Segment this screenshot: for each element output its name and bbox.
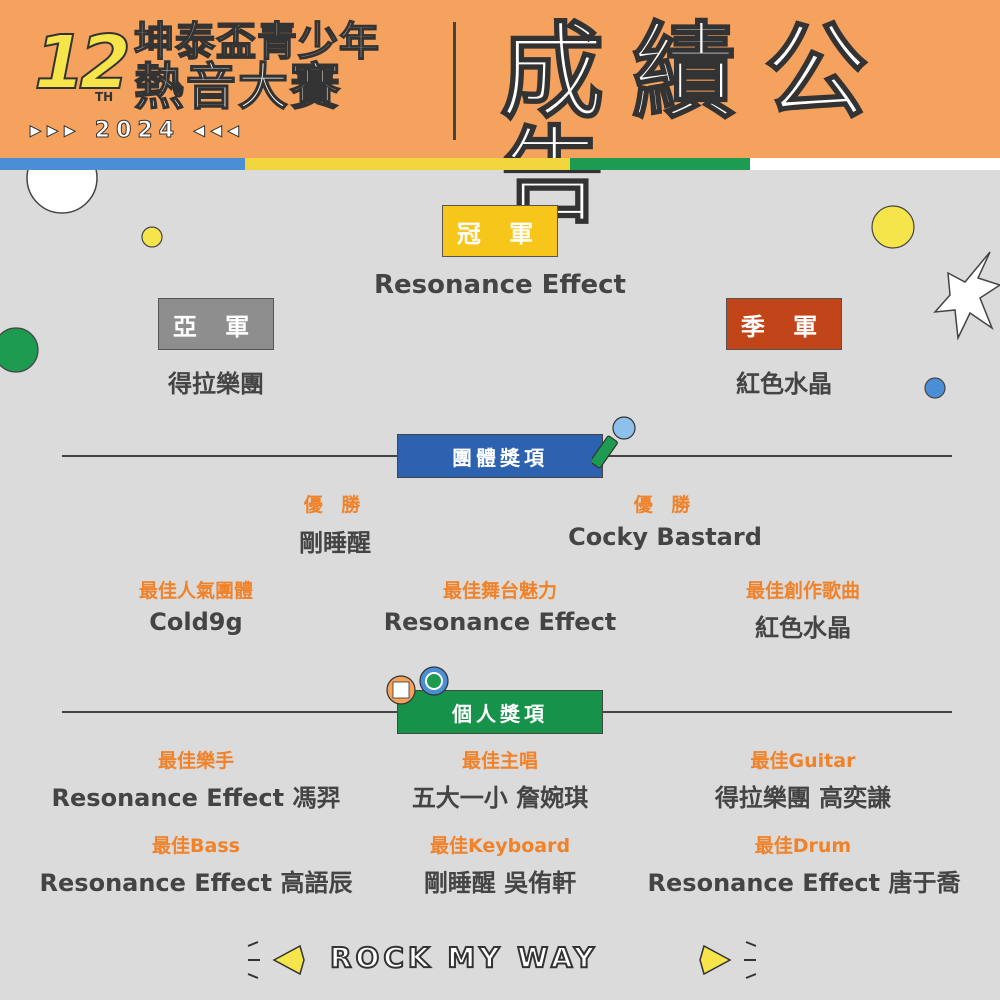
decorations <box>0 170 1000 399</box>
individual-award-name-1: Resonance Effect 馮羿 <box>51 784 341 812</box>
starburst-icon <box>933 251 1000 341</box>
footer-slogan: ROCK MY WAY <box>329 941 599 974</box>
group-award-name-3: 紅色水晶 <box>755 614 851 642</box>
logo-suffix: TH <box>95 90 114 104</box>
group-award-label-2: 最佳舞台魅力 <box>442 580 557 602</box>
champion-badge: 冠 軍 <box>442 205 558 257</box>
stripe-yellow <box>245 158 570 170</box>
individual-award-name-3: 得拉樂團 高奕謙 <box>714 784 892 812</box>
stripe-green <box>570 158 750 170</box>
left-horn-icon <box>247 941 305 979</box>
logo-year: ▸▸▸ 2024 ◂◂◂ <box>30 118 245 143</box>
logo-line1: 坤泰盃青少年 <box>133 19 380 65</box>
group-award-name-2: Resonance Effect <box>383 608 617 636</box>
individual-award-name-5: 剛睡醒 吳侑軒 <box>423 869 577 897</box>
individual-award-name-2: 五大一小 詹婉琪 <box>411 784 589 812</box>
merit-name-1: 剛睡醒 <box>299 529 371 557</box>
individual-award-label-2: 最佳主唱 <box>461 750 538 772</box>
individual-award-label-6: 最佳Drum <box>754 835 852 857</box>
individual-award-label-5: 最佳Keyboard <box>429 835 571 857</box>
white-circle-icon <box>26 170 98 214</box>
blue-dot-icon <box>924 377 946 399</box>
microphone-icon <box>592 416 636 469</box>
individual-award-label-1: 最佳樂手 <box>157 750 234 772</box>
yellow-circle-icon <box>871 205 915 249</box>
group-award-label-3: 最佳創作歌曲 <box>745 580 860 602</box>
merit-label-1: 優 勝 <box>303 494 367 516</box>
individual-award-label-3: 最佳Guitar <box>750 750 856 772</box>
header-banner: 12 TH 坤泰盃青少年 熱音大賽 ▸▸▸ 2024 ◂◂◂ 成績公告 <box>0 0 1000 229</box>
yellow-dot-icon <box>141 226 163 248</box>
merit-label-2: 優 勝 <box>633 494 697 516</box>
green-circle-icon <box>0 327 39 373</box>
runner-up-name: 得拉樂團 <box>168 370 264 398</box>
header-divider <box>453 22 456 140</box>
logo-line2: 熱音大賽 <box>133 58 342 116</box>
individual-award-name-6: Resonance Effect 唐于喬 <box>647 869 961 897</box>
individual-award-label-4: 最佳Bass <box>152 835 240 857</box>
group-awards-label: 團體獎項 <box>397 434 603 478</box>
stripe-blue <box>0 158 245 170</box>
merit-name-2: Cocky Bastard <box>568 523 762 551</box>
individual-awards-label: 個人獎項 <box>397 690 603 734</box>
individual-award-name-4: Resonance Effect 高語辰 <box>39 869 353 897</box>
page-title: 成績公告 <box>499 11 897 237</box>
third-place-badge: 季 軍 <box>726 298 842 350</box>
badges-icon <box>386 666 449 705</box>
group-award-label-1: 最佳人氣團體 <box>138 580 253 602</box>
right-horn-icon <box>699 941 757 979</box>
champion-name: Resonance Effect <box>374 270 626 300</box>
stripe-white <box>750 158 1000 170</box>
runner-up-badge: 亞 軍 <box>158 298 274 350</box>
logo-number: 12 <box>33 20 132 106</box>
third-place-name: 紅色水晶 <box>736 370 832 398</box>
group-award-name-1: Cold9g <box>149 608 243 636</box>
